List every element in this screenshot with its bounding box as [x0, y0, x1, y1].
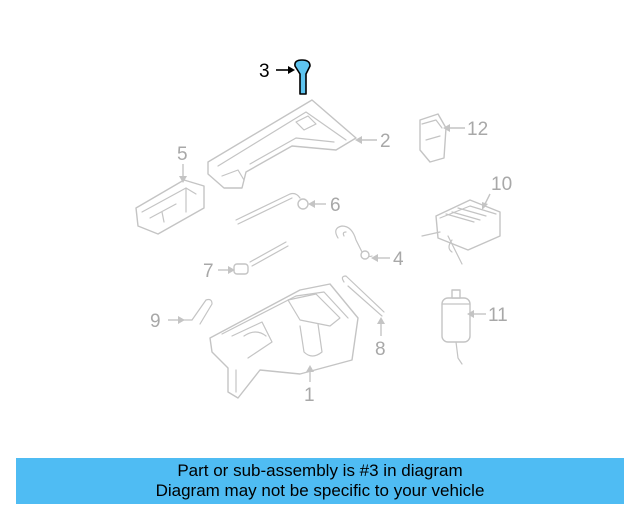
info-banner: Part or sub-assembly is #3 in diagram Di…: [16, 458, 624, 504]
callout-5[interactable]: 5: [177, 144, 188, 165]
part-9-clip: [183, 298, 213, 325]
callout-1[interactable]: 1: [304, 385, 315, 406]
part-2-floor-board: [207, 99, 357, 189]
banner-line-2: Diagram may not be specific to your vehi…: [155, 481, 485, 500]
parts-diagram: 3 12 2 5 10 6 4 7 11 9 8 1: [135, 59, 512, 406]
part-8-handle: [341, 275, 385, 317]
callout-12[interactable]: 12: [467, 119, 488, 140]
part-3-plug-highlighted: [294, 59, 311, 95]
callout-4[interactable]: 4: [393, 249, 404, 270]
part-5-jack-bracket: [135, 179, 205, 235]
part-6-wrench: [235, 192, 309, 225]
part-12-cap: [419, 113, 447, 163]
callout-2[interactable]: 2: [380, 131, 391, 152]
part-4-hook: [335, 225, 373, 260]
callout-8[interactable]: 8: [375, 339, 386, 360]
banner-line-1: Part or sub-assembly is #3 in diagram: [177, 461, 463, 480]
callout-3[interactable]: 3: [259, 61, 270, 82]
callout-11[interactable]: 11: [488, 305, 508, 326]
callout-9[interactable]: 9: [150, 311, 161, 332]
callout-6[interactable]: 6: [330, 195, 341, 216]
part-10-compressor: [421, 199, 501, 265]
callout-7[interactable]: 7: [203, 261, 214, 282]
callout-10[interactable]: 10: [491, 174, 512, 195]
part-1-spare-tire-well: [209, 283, 359, 399]
callout-labels: 3 12 2 5 10 6 4 7 11 9 8 1: [150, 61, 512, 406]
part-7-extension: [233, 241, 289, 275]
leader-lines: [168, 66, 491, 382]
part-11-canister: [441, 289, 471, 365]
